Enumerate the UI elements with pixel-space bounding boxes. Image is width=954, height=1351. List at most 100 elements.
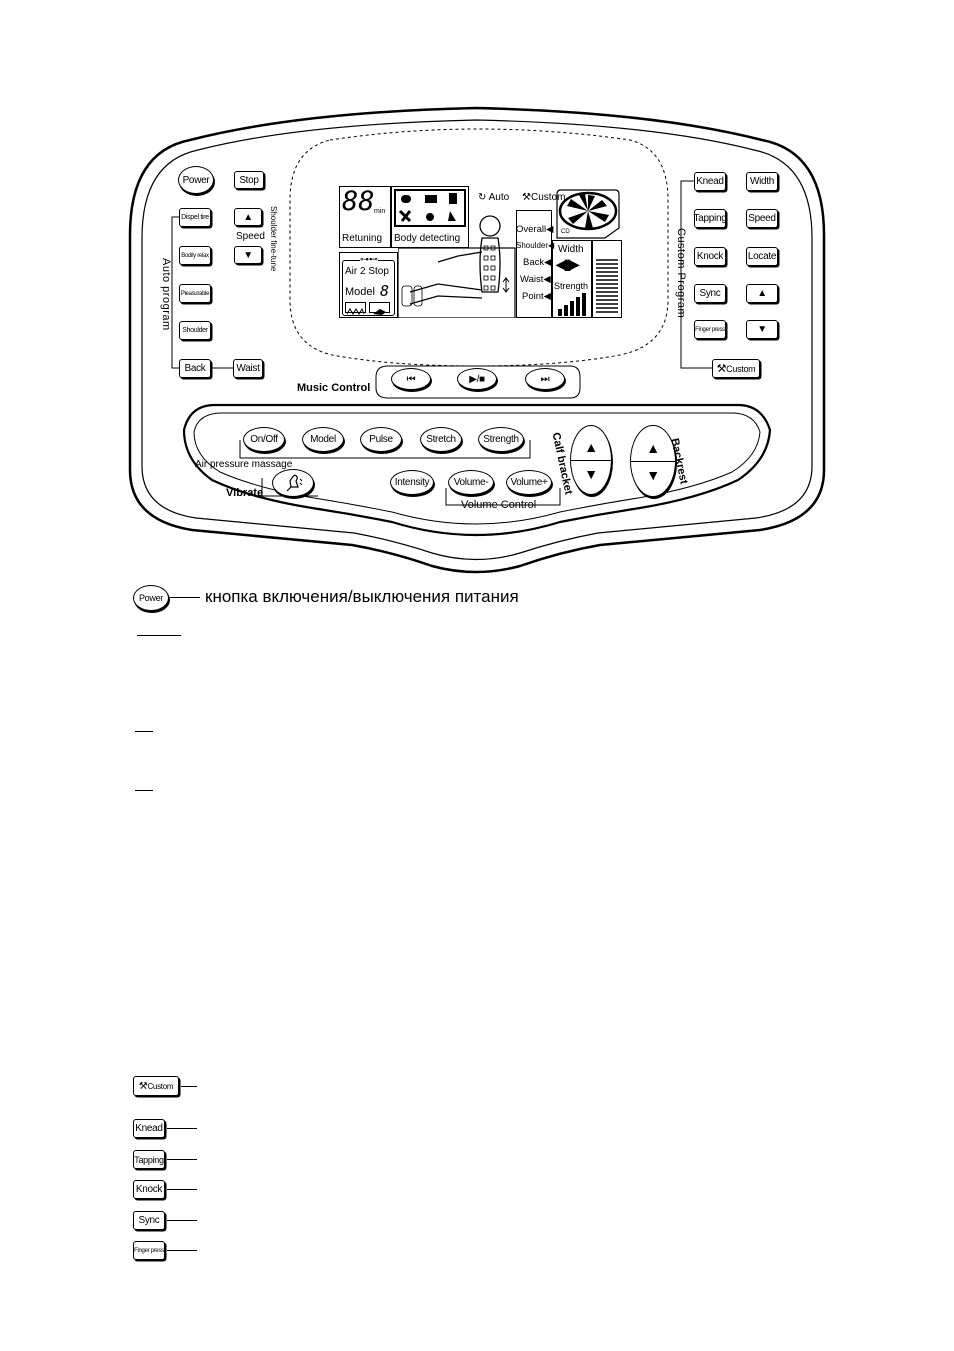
legend-blank-line-1 [137, 635, 181, 636]
lcd-timer-unit: min [374, 208, 386, 215]
lcd-cd-label: CD [561, 229, 570, 235]
auto-program-label: Auto program [160, 258, 172, 331]
legend-power-line [170, 597, 200, 598]
seated-body-figure [398, 215, 516, 318]
lcd-model-label: Model [345, 286, 375, 298]
legend-sync-line [167, 1220, 197, 1221]
wrench-icon: ⚒ [138, 1080, 148, 1092]
volume-level-bars [596, 259, 618, 313]
legend-blank-line-2 [135, 731, 153, 732]
speed-label: Speed [236, 231, 265, 242]
stop-button[interactable]: Stop [234, 171, 264, 189]
lcd-area-waist: Waist◀ [520, 274, 551, 285]
legend-sync-button: Sync [133, 1211, 165, 1230]
tapping-button[interactable]: Tapping [694, 209, 727, 228]
lcd-area-overall: Overall◀ [516, 224, 554, 235]
calf-up-button[interactable]: ▲ [584, 438, 598, 455]
pleasurable-button[interactable]: Pleasurable [179, 284, 211, 303]
custom-program-label: Custom Program [675, 228, 687, 319]
legend-power-button: Power [133, 585, 169, 611]
up-button[interactable]: ▲ [746, 284, 778, 303]
lcd-width-label: Width [558, 244, 584, 255]
air-pulse-button[interactable]: Pulse [360, 427, 402, 452]
lcd-body-icons [394, 189, 466, 227]
shoulder-button[interactable]: Shoulder [179, 321, 211, 340]
body-massage-icons [398, 193, 457, 223]
back-button[interactable]: Back [179, 359, 211, 378]
legend-knock-line [167, 1189, 197, 1190]
calf-divider [571, 459, 611, 461]
strength-bars-icon [558, 293, 586, 316]
knead-button[interactable]: Knead [694, 172, 726, 191]
previous-track-button[interactable]: ⏮ [391, 368, 431, 390]
legend-finger-press-button: Finger press [133, 1241, 165, 1260]
speed-button[interactable]: Speed [746, 209, 778, 228]
panel-outline [128, 106, 826, 574]
legend-tapping-line [167, 1159, 197, 1160]
volume-plus-button[interactable]: Volume+ [506, 470, 552, 495]
legend-knead-line [167, 1128, 197, 1129]
custom-button-label: Custom [726, 363, 756, 374]
lcd-custom-text: Custom [530, 192, 566, 203]
locate-button[interactable]: Locate [746, 247, 778, 266]
wrench-icon: ⚒ [522, 192, 531, 203]
width-arrows-icon: ◀▮▶ [556, 256, 579, 272]
next-track-button[interactable]: ⏭ [525, 368, 565, 390]
lcd-area-shoulder: Shoulder◀ [516, 241, 555, 250]
backrest-down-button[interactable]: ▼ [646, 466, 660, 483]
power-button[interactable]: Power [178, 166, 214, 194]
lcd-returning-label: Retuning [342, 233, 383, 244]
lcd-volume-box [592, 240, 622, 318]
play-stop-button[interactable]: ▶/■ [457, 368, 497, 390]
vibrate-seat-icon [286, 474, 303, 492]
legend-blank-line-3 [135, 790, 153, 791]
sync-button[interactable]: Sync [694, 284, 726, 303]
waist-button[interactable]: Waist [233, 359, 263, 378]
wrench-icon: ⚒ [716, 363, 727, 375]
volume-control-label: Volume Control [461, 499, 537, 511]
cd-wheel-icon [556, 189, 620, 239]
lcd-width-box [552, 240, 592, 318]
refresh-icon: ↻ [478, 192, 487, 203]
lcd-strength-label: Strength [554, 281, 589, 291]
custom-button[interactable]: ⚒Custom [712, 359, 760, 378]
lcd-area-box [516, 210, 552, 318]
legend-knock-button: Knock [133, 1180, 165, 1199]
backrest-divider [631, 460, 675, 462]
shoulder-fine-tune-label: Shoulder fine-tune [269, 206, 278, 272]
lcd-area-back: Back◀ [523, 257, 552, 268]
air-on-off-button[interactable]: On/Off [243, 427, 285, 452]
calf-down-button[interactable]: ▼ [584, 465, 598, 482]
backrest-up-button[interactable]: ▲ [646, 439, 660, 456]
lcd-body-detecting-label: Body detecting [394, 233, 461, 244]
air-valve-icon: ⊶⊷ [360, 254, 378, 265]
lcd-custom-label: ⚒Custom [522, 192, 565, 203]
legend-custom-line [181, 1086, 197, 1087]
air-stretch-button[interactable]: Stretch [420, 427, 462, 452]
vibrate-button[interactable] [272, 469, 314, 497]
knock-button[interactable]: Knock [694, 247, 726, 266]
music-control-label: Music Control [297, 382, 371, 394]
down-button[interactable]: ▼ [746, 320, 778, 339]
lcd-auto-label: ↻ Auto [478, 192, 509, 203]
bodily-relax-button[interactable]: Bodily relax [179, 246, 211, 265]
legend-knead-button: Knead [133, 1119, 165, 1138]
lcd-air-box [339, 252, 398, 318]
width-button[interactable]: Width [746, 172, 778, 191]
air-strength-button[interactable]: Strength [478, 427, 524, 452]
backrest-control[interactable]: ▲ ▼ [630, 425, 676, 497]
speed-up-button[interactable]: ▲ [234, 208, 262, 226]
finger-press-button[interactable]: Finger press [694, 320, 726, 339]
volume-minus-button[interactable]: Volume- [448, 470, 494, 495]
legend-tapping-button: Tapping [133, 1150, 165, 1169]
lcd-auto-text: Auto [488, 192, 510, 203]
intensity-button[interactable]: Intensity [390, 470, 434, 495]
air-pressure-label: Air pressure massage [195, 459, 293, 470]
calf-bracket-control[interactable]: ▲ ▼ [570, 425, 612, 495]
speed-down-button[interactable]: ▼ [234, 246, 262, 264]
lcd-timer-box [339, 186, 391, 248]
legend-custom-button: ⚒Custom [133, 1076, 179, 1096]
dispel-tire-button[interactable]: Dispel tire [179, 208, 211, 227]
legend-finger-press-line [167, 1250, 197, 1251]
air-model-button[interactable]: Model [302, 427, 344, 452]
